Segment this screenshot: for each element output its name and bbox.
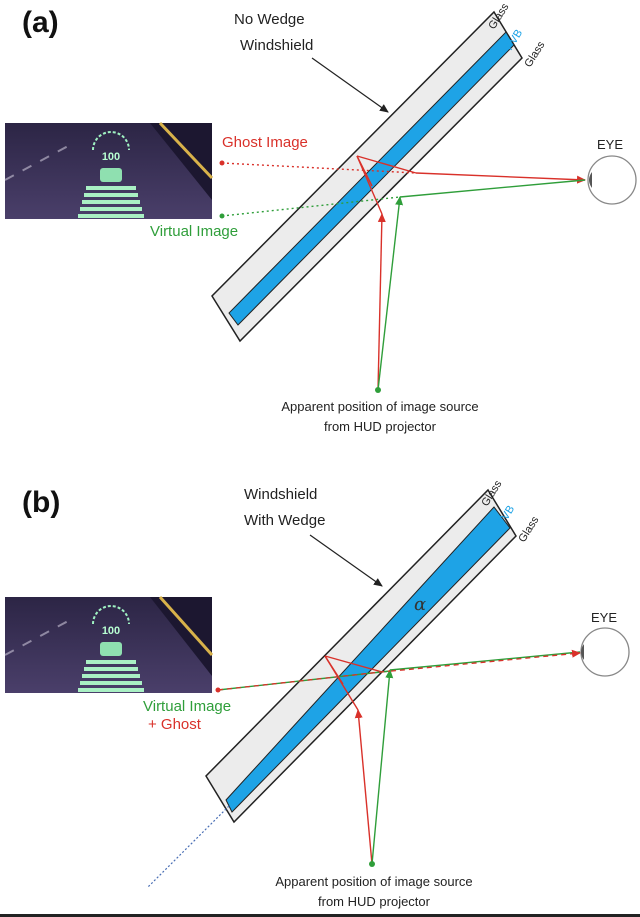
panel-b-tag: (b) [22, 486, 60, 519]
bottom-divider [0, 914, 640, 917]
hud-speed-b: 100 [102, 625, 120, 637]
windshield-label-a-2: Windshield [240, 37, 313, 54]
windshield-pointer-b [309, 534, 383, 587]
source-label-a-1: Apparent position of image source [281, 399, 478, 414]
virtual-label-b-2: + Ghost [148, 716, 202, 733]
windshield-label-b-2: With Wedge [244, 512, 325, 529]
virtual-label-b-1: Virtual Image [143, 698, 231, 715]
ghost-label-a: Ghost Image [222, 134, 308, 151]
virtual-label-a: Virtual Image [150, 223, 238, 240]
rays-b [215, 649, 581, 867]
source-label-b-1: Apparent position of image source [275, 874, 472, 889]
layer-glass-inner-a: Glass [522, 39, 547, 70]
windshield-label-a-1: No Wedge [234, 11, 305, 28]
eye-icon [580, 627, 630, 677]
panel-a-tag: (a) [22, 6, 59, 39]
layer-glass-outer-b: Glass [479, 478, 504, 509]
layer-pvb-a: PVB [503, 28, 525, 53]
hud-photo-a: 100 [4, 121, 214, 219]
source-label-a-2: from HUD projector [324, 419, 437, 434]
wedge-angle-symbol: α [414, 594, 426, 615]
panel-b: (b) 100 α Glass PVB Gla [4, 478, 630, 909]
eye-label-b: EYE [591, 610, 617, 625]
layer-glass-inner-b: Glass [516, 514, 541, 545]
panel-a: (a) 100 Glass PVB Glass [4, 1, 637, 434]
hud-car-icon [100, 642, 122, 656]
source-label-b-2: from HUD projector [318, 894, 431, 909]
hud-car-icon [100, 168, 122, 182]
rays-a [219, 155, 586, 393]
hud-speed-a: 100 [102, 151, 120, 163]
eye-label-a: EYE [597, 137, 623, 152]
eye-icon [587, 155, 637, 205]
windshield-label-b-1: Windshield [244, 486, 317, 503]
hud-photo-b: 100 [4, 595, 214, 693]
windshield-pointer-a [311, 57, 389, 113]
